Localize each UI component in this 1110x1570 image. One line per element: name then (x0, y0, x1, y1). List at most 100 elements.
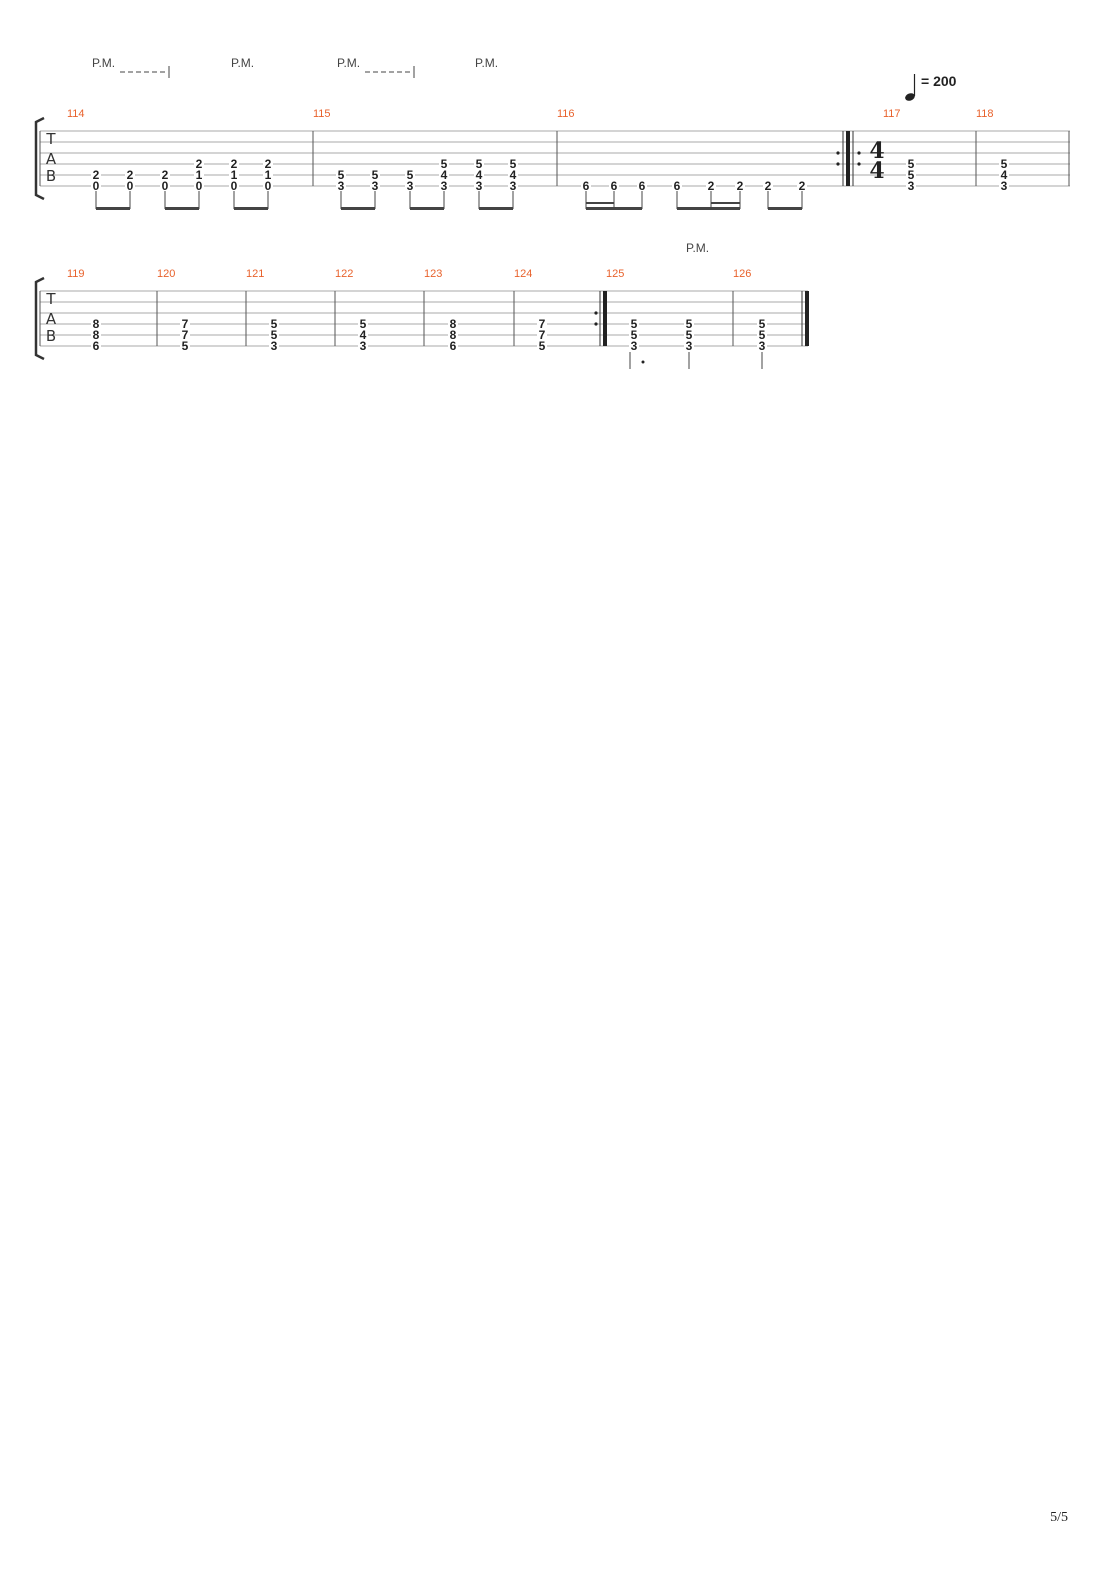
fret-number: 5 (338, 168, 345, 182)
time-signature: 4 4 (869, 138, 884, 184)
system-bracket (34, 276, 45, 361)
palm-mute-extenders (120, 66, 415, 78)
fret-number-bg (448, 318, 458, 329)
fret-number: 2 (231, 157, 238, 171)
fret-number-bg (629, 340, 639, 351)
fret-number: 3 (1001, 179, 1008, 193)
fret-number: 5 (631, 317, 638, 331)
measure-number: 122 (335, 268, 354, 280)
fret-number: 2 (737, 179, 744, 193)
fret-number-bg (180, 318, 190, 329)
fret-number: 3 (360, 339, 367, 353)
fret-number-bg (439, 158, 449, 169)
fret-number-bg (629, 329, 639, 340)
fret-number: 8 (93, 328, 100, 342)
fret-number-bg (999, 158, 1009, 169)
fret-number: 5 (759, 317, 766, 331)
fret-number: 1 (265, 168, 272, 182)
repeat-bar (594, 291, 607, 346)
fret-number-bg (269, 329, 279, 340)
fret-number-bg (336, 169, 346, 180)
fret-number-bg (684, 318, 694, 329)
fret-number: 3 (510, 179, 517, 193)
fret-number-bg (91, 318, 101, 329)
svg-text:4: 4 (869, 138, 884, 164)
barlines (39, 131, 1070, 186)
fret-number: 0 (127, 179, 134, 193)
fret-number-bg (706, 180, 716, 191)
fret-number: 5 (510, 157, 517, 171)
repeat-bar (836, 131, 861, 186)
fret-number: 5 (360, 317, 367, 331)
fret-number: 5 (407, 168, 414, 182)
palm-mute-label: P.M. (337, 56, 361, 70)
fret-number: 3 (441, 179, 448, 193)
fret-number: 5 (372, 168, 379, 182)
fret-number: 3 (407, 179, 414, 193)
fret-number-bg (448, 340, 458, 351)
fret-number: 5 (686, 328, 693, 342)
measure-number: 117 (883, 108, 901, 120)
fret-number: 5 (759, 328, 766, 342)
fret-number-bg (609, 180, 619, 191)
fret-number: 3 (338, 179, 345, 193)
fret-number: 0 (231, 179, 238, 193)
fret-number: 6 (583, 179, 590, 193)
fret-number: 7 (182, 328, 189, 342)
fret-number: 3 (271, 339, 278, 353)
fret-number-bg (194, 180, 204, 191)
fret-number: 8 (93, 317, 100, 331)
fret-number: 6 (450, 339, 457, 353)
fret-number: 5 (182, 339, 189, 353)
fret-number-bg (906, 169, 916, 180)
fret-number-bg (797, 180, 807, 191)
fret-number: 3 (759, 339, 766, 353)
fret-number-bg (439, 169, 449, 180)
fret-number: 6 (611, 179, 618, 193)
fret-number: 0 (93, 179, 100, 193)
fret-number-bg (91, 169, 101, 180)
fret-number-bg (474, 180, 484, 191)
fret-number: 5 (1001, 157, 1008, 171)
measure-number: 114 (67, 108, 85, 120)
fret-number: 3 (908, 179, 915, 193)
fret-number-bg (263, 158, 273, 169)
tab-clef: T A B (45, 290, 56, 345)
fret-number: 4 (1001, 168, 1008, 182)
fret-number-bg (125, 180, 135, 191)
fret-number: 6 (674, 179, 681, 193)
fret-number: 5 (539, 339, 546, 353)
fret-number-bg (125, 169, 135, 180)
fret-number-bg (263, 169, 273, 180)
fret-number-bg (370, 169, 380, 180)
fret-number: 7 (539, 317, 546, 331)
fret-number: 3 (372, 179, 379, 193)
fret-number-bg (757, 340, 767, 351)
stems (629, 352, 763, 369)
fret-number: 3 (476, 179, 483, 193)
fret-number-bg (91, 180, 101, 191)
fret-number-bg (91, 340, 101, 351)
fret-number: 2 (765, 179, 772, 193)
fret-number-bg (269, 340, 279, 351)
fret-number: 2 (162, 168, 169, 182)
barlines (39, 291, 734, 346)
fret-number: 5 (271, 328, 278, 342)
measure-number: 125 (606, 268, 625, 280)
fret-number-bg (91, 329, 101, 340)
svg-text:T: T (45, 130, 56, 148)
fret-number-bg (537, 318, 547, 329)
fret-number: 5 (271, 317, 278, 331)
fret-number-bg (370, 180, 380, 191)
fret-number: 2 (127, 168, 134, 182)
fret-number-bg (269, 318, 279, 329)
beams (95, 189, 803, 209)
fret-number-bg (757, 318, 767, 329)
fret-number: 4 (441, 168, 448, 182)
measure-number: 118 (976, 108, 994, 120)
fret-number-bg (629, 318, 639, 329)
fret-number-bg (508, 158, 518, 169)
